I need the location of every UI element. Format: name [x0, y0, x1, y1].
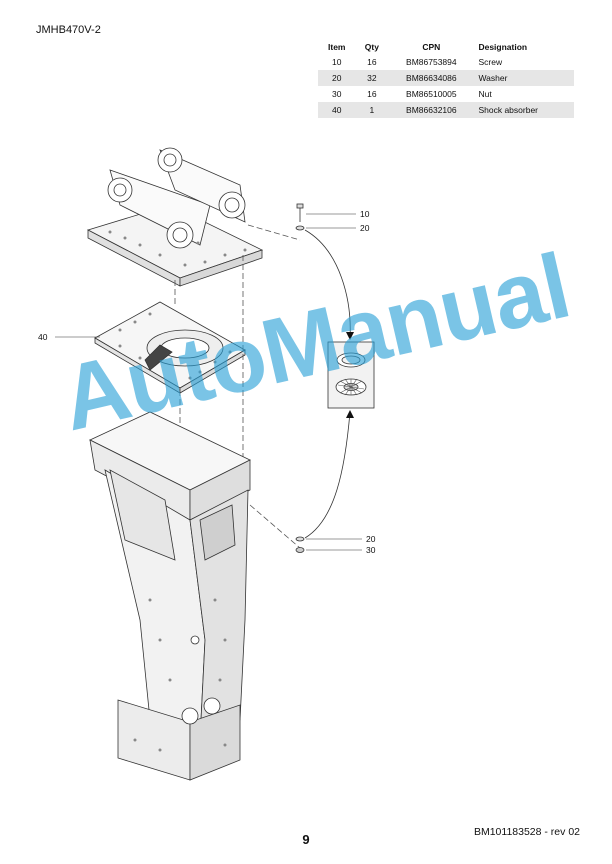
washer-bottom-drawing: [295, 536, 305, 542]
table-row: 40 1 BM86632106 Shock absorber: [318, 102, 574, 118]
cell-cpn: BM86632106: [388, 102, 475, 118]
col-designation: Designation: [478, 42, 528, 52]
cell-cpn: BM86634086: [388, 70, 475, 86]
cell-item: 30: [332, 89, 342, 99]
callout-10: 10: [360, 209, 370, 219]
callout-40: 40: [38, 332, 48, 342]
cell-cpn: BM86510005: [406, 89, 457, 99]
washer-detail-box: [327, 341, 375, 409]
arrowhead-bottom: [346, 410, 354, 418]
cell-designation: Washer: [474, 70, 574, 86]
top-bracket-drawing: [86, 147, 264, 287]
cell-designation: Screw: [478, 57, 503, 67]
table-row: 10 16 BM86753894 Screw: [318, 54, 574, 70]
parts-table: Item Qty CPN Designation 10 16 BM8675389…: [318, 40, 574, 118]
callout-20-top: 20: [360, 223, 370, 233]
table-row: 30 16 BM86510005 Nut: [318, 86, 574, 102]
col-item: Item: [328, 42, 346, 52]
cell-qty: 16: [367, 57, 377, 67]
arrowhead-top: [346, 332, 354, 340]
callout-30: 30: [366, 545, 376, 555]
screw-drawing: [296, 203, 304, 222]
nut-drawing: [295, 547, 305, 553]
washer-top-drawing: [295, 225, 305, 231]
alignment-lines: [174, 224, 301, 549]
cell-qty: 16: [367, 89, 377, 99]
arrow-bottom: [304, 411, 351, 539]
cell-designation: Nut: [478, 89, 492, 99]
page-number: 9: [302, 832, 310, 847]
document-reference: BM101183528 - rev 02: [473, 826, 580, 838]
callout-20-bottom: 20: [366, 534, 376, 544]
document-code: JMHB470V-2: [36, 24, 101, 36]
arrow-top: [304, 229, 351, 339]
col-qty: Qty: [364, 42, 379, 52]
cell-designation: Shock absorber: [474, 102, 574, 118]
leader-lines: [55, 213, 362, 551]
table-row: 20 32 BM86634086 Washer: [318, 70, 574, 86]
parts-table-header: Item Qty CPN Designation: [318, 40, 574, 54]
shock-absorber-plate-drawing: [94, 301, 246, 394]
col-cpn: CPN: [422, 42, 441, 52]
cell-item: 10: [332, 57, 342, 67]
cell-cpn: BM86753894: [406, 57, 457, 67]
cell-item: 20: [318, 70, 356, 86]
cell-qty: 1: [355, 102, 389, 118]
breaker-housing-drawing: [89, 411, 251, 781]
cell-item: 40: [318, 102, 356, 118]
cell-qty: 32: [355, 70, 389, 86]
